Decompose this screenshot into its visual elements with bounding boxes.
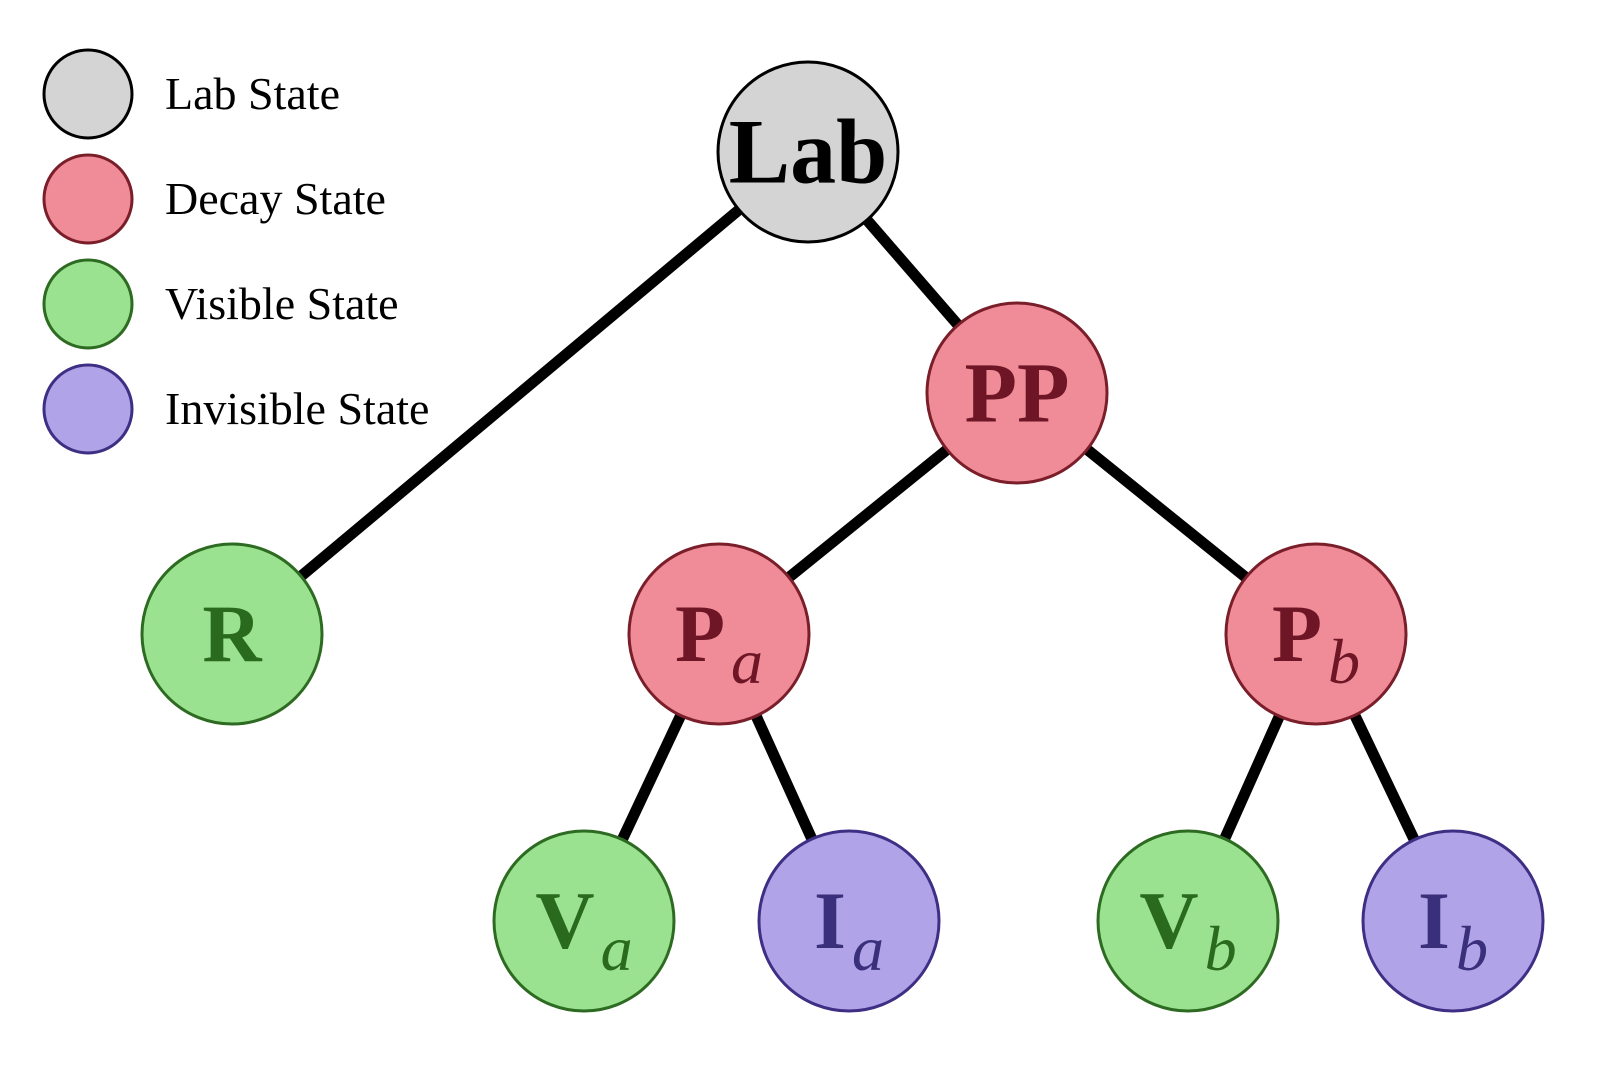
node-pa-subscript: a xyxy=(731,626,763,697)
node-ib-main-text: I xyxy=(1418,875,1450,966)
node-ia-circle xyxy=(757,829,941,1013)
node-ia-label: Ia xyxy=(814,875,884,984)
legend-swatch-decay xyxy=(42,153,134,245)
node-pb: Pb xyxy=(1224,542,1408,726)
node-pp-circle xyxy=(925,301,1109,485)
node-va-main-text: V xyxy=(535,875,594,966)
node-r-circle xyxy=(140,542,324,726)
node-r-main-text: R xyxy=(202,588,262,679)
node-vb-subscript: b xyxy=(1205,913,1237,984)
node-ia: Ia xyxy=(757,829,941,1013)
node-vb: Vb xyxy=(1096,829,1280,1013)
node-va-circle xyxy=(492,829,676,1013)
node-r-label: R xyxy=(202,588,262,679)
node-ib-subscript: b xyxy=(1456,913,1488,984)
node-pb-label: Pb xyxy=(1272,588,1360,697)
node-pp-label: PP xyxy=(964,344,1069,440)
node-pp-main-text: PP xyxy=(964,344,1069,440)
legend-label-visible: Visible State xyxy=(165,278,399,329)
legend-swatch-invisible xyxy=(42,363,134,455)
node-va-label: Va xyxy=(535,875,632,984)
legend-label-decay: Decay State xyxy=(165,173,386,224)
legend-label-lab: Lab State xyxy=(165,68,340,119)
node-pb-subscript: b xyxy=(1328,626,1360,697)
node-ib: Ib xyxy=(1361,829,1545,1013)
node-vb-circle xyxy=(1096,829,1280,1013)
legend-swatch-lab xyxy=(42,48,134,140)
node-pa-label: Pa xyxy=(675,588,763,697)
legend-item-invisible: Invisible State xyxy=(42,363,429,455)
legend-item-visible: Visible State xyxy=(42,258,399,350)
node-pa-main-text: P xyxy=(675,588,725,679)
node-ib-circle xyxy=(1361,829,1545,1013)
node-pa: Pa xyxy=(627,542,811,726)
node-ib-label: Ib xyxy=(1418,875,1488,984)
node-r: R xyxy=(140,542,324,726)
legend-label-invisible: Invisible State xyxy=(165,383,429,434)
node-ia-main-text: I xyxy=(814,875,846,966)
node-lab-main-text: Lab xyxy=(729,100,888,202)
node-lab-circle xyxy=(716,60,900,244)
node-ia-subscript: a xyxy=(852,913,884,984)
legend-swatch-visible xyxy=(42,258,134,350)
legend-item-decay: Decay State xyxy=(42,153,386,245)
node-pb-circle xyxy=(1224,542,1408,726)
node-pa-circle xyxy=(627,542,811,726)
edges-layer xyxy=(228,147,1458,924)
node-va: Va xyxy=(492,829,676,1013)
node-vb-main-text: V xyxy=(1139,875,1198,966)
node-lab-label: Lab xyxy=(729,100,888,202)
node-pb-main-text: P xyxy=(1272,588,1322,679)
edge-lab-r xyxy=(228,147,812,639)
legend-item-lab: Lab State xyxy=(42,48,340,140)
node-va-subscript: a xyxy=(601,913,633,984)
node-pp: PP xyxy=(925,301,1109,485)
node-lab: Lab xyxy=(716,60,900,244)
node-vb-label: Vb xyxy=(1139,875,1236,984)
